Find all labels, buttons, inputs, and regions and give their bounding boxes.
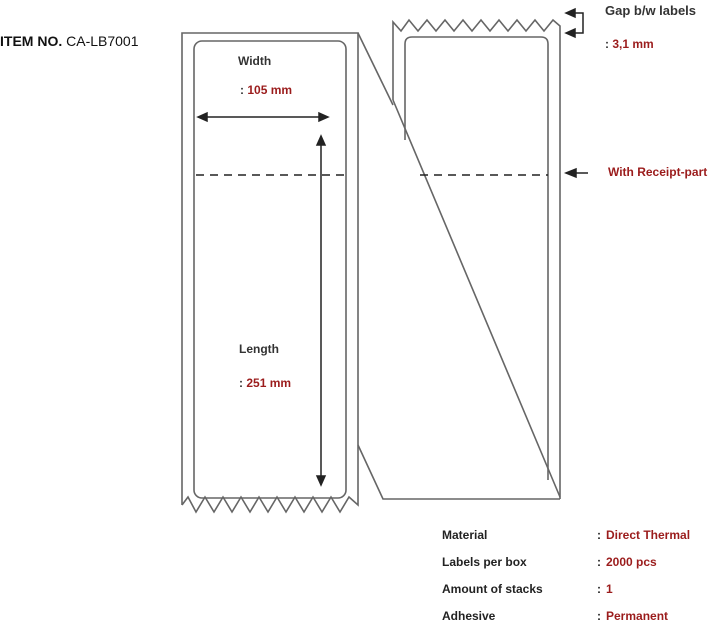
front-label	[193, 40, 347, 499]
spec-key: Labels per box	[442, 555, 527, 569]
item-number-label: ITEM NO.	[0, 33, 63, 49]
gap-value: : 3,1 mm	[605, 37, 654, 51]
gap-arrow-bottom-icon	[564, 27, 576, 39]
spec-value: :1	[597, 582, 613, 596]
spec-row-labels-per-box: Labels per box :2000 pcs	[442, 555, 712, 575]
back-sheet-bottom	[357, 444, 560, 500]
length-label: Length	[239, 342, 279, 356]
front-sheet-outline	[181, 32, 359, 514]
width-label: Width	[238, 54, 272, 68]
spec-key: Material	[442, 528, 488, 542]
receipt-label: With Receipt-part	[608, 165, 708, 179]
fold-diagonal	[392, 99, 561, 498]
gap-arrow-top-icon	[564, 7, 576, 19]
fold-line-top	[357, 32, 394, 106]
width-value-text: 105 mm	[247, 83, 293, 97]
spec-key: Adhesive	[442, 609, 496, 623]
item-number-value: CA-LB7001	[66, 33, 139, 49]
receipt-arrow-icon	[563, 167, 577, 179]
gap-label: Gap b/w labels	[605, 3, 697, 18]
length-value: : 251 mm	[239, 376, 292, 390]
spec-row-amount-of-stacks: Amount of stacks :1	[442, 582, 712, 602]
arrow-down-icon	[315, 475, 327, 487]
arrow-up-icon	[315, 134, 327, 146]
spec-row-material: Material :Direct Thermal	[442, 528, 712, 548]
arrow-right-icon	[318, 111, 330, 123]
spec-key: Amount of stacks	[442, 582, 543, 596]
length-value-text: 251 mm	[246, 376, 292, 390]
spec-row-adhesive: Adhesive :Permanent	[442, 609, 712, 629]
spec-value: :2000 pcs	[597, 555, 657, 569]
spec-value: :Permanent	[597, 609, 669, 623]
width-value: : 105 mm	[240, 83, 293, 97]
gap-value-text: 3,1 mm	[612, 37, 654, 51]
arrow-left-icon	[196, 111, 208, 123]
spec-value: :Direct Thermal	[597, 528, 691, 542]
back-label	[404, 36, 549, 480]
item-number: ITEM NO. CA-LB7001	[0, 33, 139, 49]
back-sheet-outline	[392, 18, 561, 499]
